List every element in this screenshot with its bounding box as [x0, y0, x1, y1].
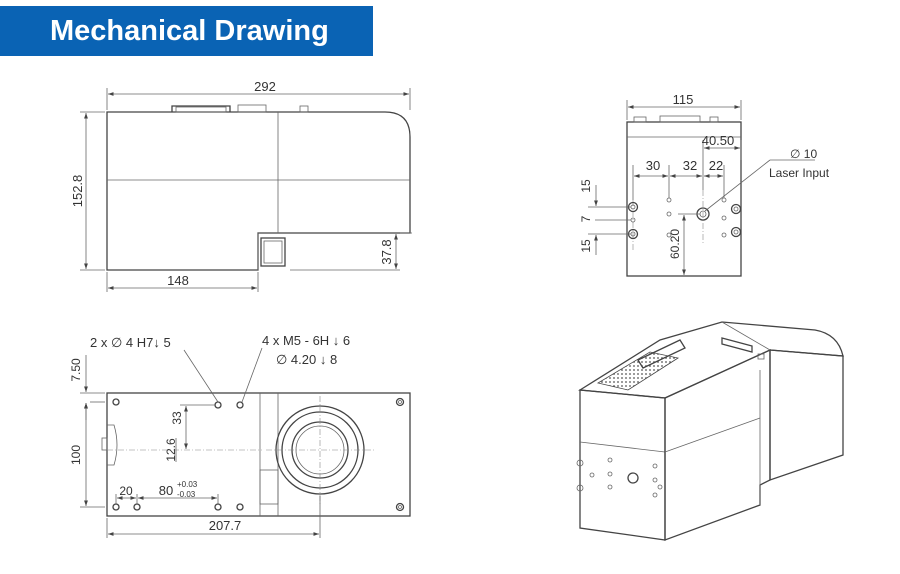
end-spacing-a: 30 — [646, 158, 660, 173]
end-v-spacing-mid: 7 — [579, 215, 593, 222]
top-total-width-label: 207.7 — [209, 518, 242, 533]
laser-input-callout: ∅ 10 Laser Input — [704, 147, 830, 212]
top-hole-offset-label: 33 — [170, 411, 184, 425]
side-bottom-width-label: 148 — [167, 273, 189, 288]
top-height-label: 100 — [69, 445, 83, 465]
end-spacing-c: 22 — [709, 158, 723, 173]
side-view: 292 152.8 148 37.8 — [70, 79, 412, 292]
top-callout-pins: 2 x ∅ 4 H7↓ 5 — [90, 335, 219, 403]
top-tol-plus: +0.03 — [177, 480, 198, 489]
page-title-banner: Mechanical Drawing — [0, 6, 373, 56]
dimension-207-7: 207.7 — [106, 496, 321, 538]
dimension-152-8: 152.8 — [70, 111, 105, 271]
iso-head-block — [769, 349, 844, 481]
top-callout-threads-line2: ∅ 4.20 ↓ 8 — [276, 352, 337, 367]
dimension-12-6: 12.6 — [164, 438, 178, 462]
isometric-view — [576, 321, 844, 541]
iso-side-face — [664, 348, 771, 541]
laser-input-label: Laser Input — [769, 166, 830, 180]
top-pin-spacing-label: 80 — [159, 483, 173, 498]
end-spacing-b: 32 — [683, 158, 697, 173]
top-view-outline — [101, 392, 411, 517]
top-view-holes — [112, 397, 405, 512]
dimension-20-80: 20 80 +0.03 -0.03 — [115, 480, 219, 505]
top-callout-threads: 4 x M5 - 6H ↓ 6 ∅ 4.20 ↓ 8 — [241, 333, 350, 403]
side-view-outline — [106, 104, 411, 271]
dimension-60-20: 60.20 — [668, 213, 700, 275]
dimension-33: 33 — [170, 404, 216, 449]
end-view: 115 40.50 30 32 22 ∅ 10 Laser Input — [579, 92, 830, 277]
iso-front-face — [579, 389, 666, 541]
end-offset-label: 40.50 — [702, 133, 735, 148]
dimension-37-8: 37.8 — [290, 232, 412, 271]
dimension-100: 100 — [69, 403, 105, 508]
side-width-label: 292 — [254, 79, 276, 94]
top-left-offset-label: 7.50 — [69, 358, 83, 382]
end-v-spacing-top: 15 — [579, 179, 593, 193]
page-title: Mechanical Drawing — [50, 15, 329, 47]
dimension-292: 292 — [106, 79, 411, 110]
end-center-height-label: 60.20 — [668, 229, 682, 259]
dimension-vertical-spacing: 15 7 15 — [579, 179, 631, 255]
laser-input-diameter: ∅ 10 — [790, 147, 817, 161]
top-view: 2 x ∅ 4 H7↓ 5 4 x M5 - 6H ↓ 6 ∅ 4.20 ↓ 8… — [69, 333, 411, 538]
dimension-148: 148 — [106, 272, 259, 292]
top-center-offset-label: 12.6 — [164, 438, 178, 462]
top-callout-threads-line1: 4 x M5 - 6H ↓ 6 — [262, 333, 350, 348]
end-view-holes — [627, 197, 742, 240]
side-height-label: 152.8 — [70, 175, 85, 208]
side-step-height-label: 37.8 — [379, 239, 394, 264]
dimension-30-32-22: 30 32 22 — [632, 158, 725, 200]
dimension-40-50: 40.50 — [702, 133, 742, 190]
end-v-spacing-bot: 15 — [579, 239, 593, 253]
end-view-outline — [626, 115, 742, 277]
dimension-115: 115 — [626, 92, 742, 120]
end-width-label: 115 — [673, 92, 694, 107]
top-edge-offset-label: 20 — [119, 484, 133, 498]
dimension-7-50: 7.50 — [69, 355, 105, 420]
top-callout-pins-label: 2 x ∅ 4 H7↓ 5 — [90, 335, 171, 350]
top-tol-minus: -0.03 — [177, 490, 196, 499]
